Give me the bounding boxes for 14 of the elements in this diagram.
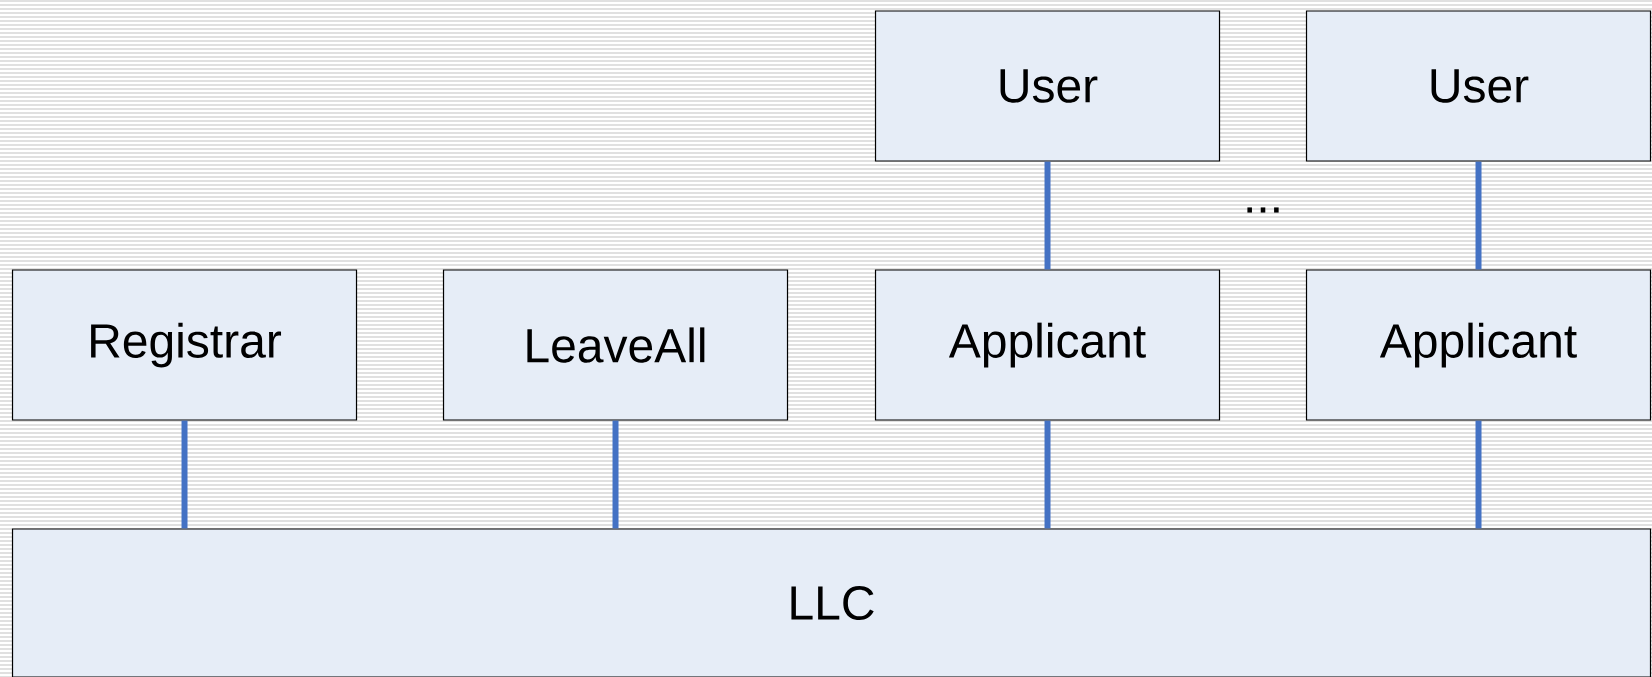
connector-line [1475, 420, 1482, 529]
connector-line [181, 420, 188, 529]
process-box: User [1305, 10, 1652, 162]
connector-line [1475, 161, 1482, 270]
connector-line [1044, 161, 1051, 270]
connector-line [1044, 420, 1051, 529]
connector-line [612, 420, 619, 529]
process-box: Applicant [874, 269, 1221, 421]
process-box: User [874, 10, 1221, 162]
process-box: Registrar [11, 269, 358, 421]
process-box: LeaveAll [442, 269, 789, 421]
layer-box: LLC [11, 528, 1652, 677]
process-box: Applicant [1305, 269, 1652, 421]
ellipsis: ... [1247, 207, 1279, 213]
